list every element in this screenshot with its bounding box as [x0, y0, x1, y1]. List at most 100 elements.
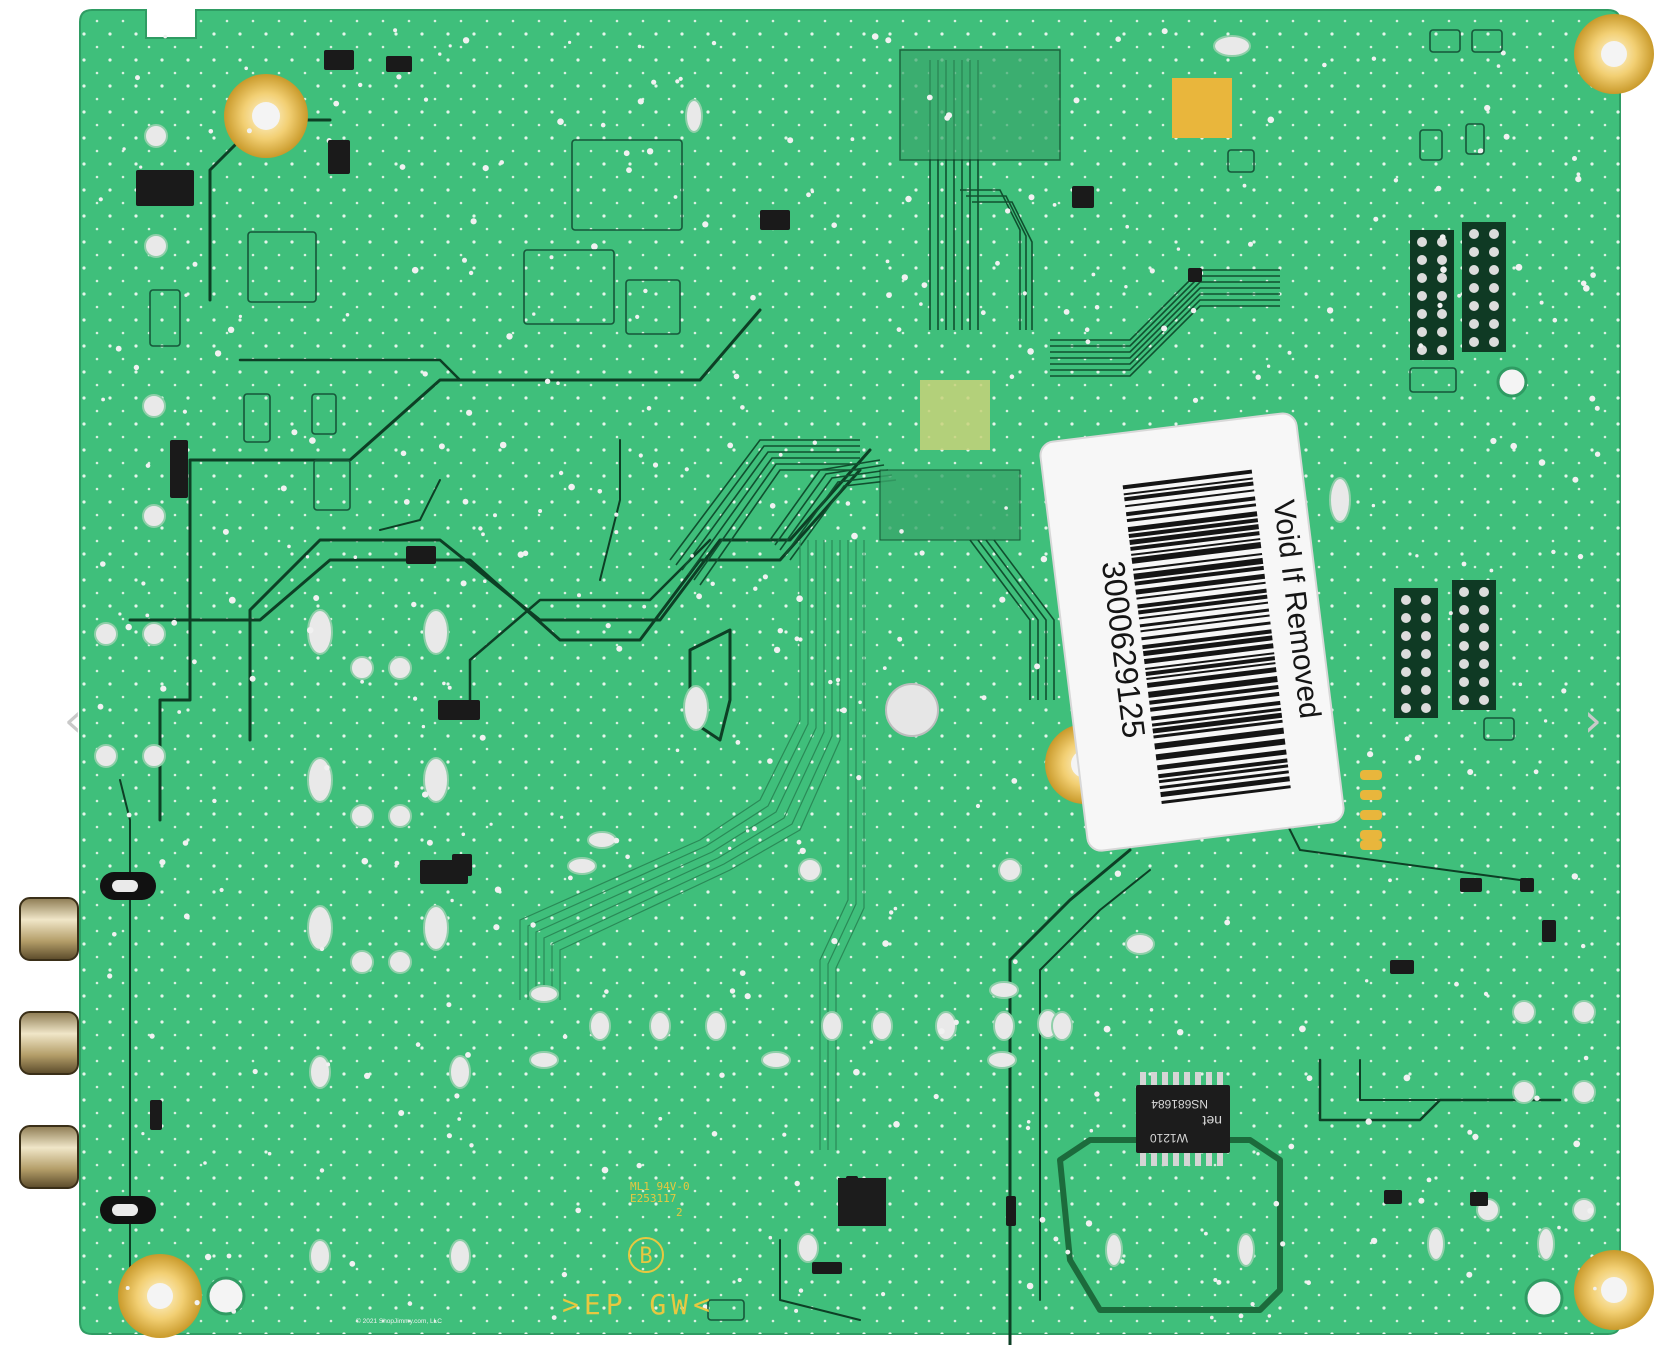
- barcode-bar: [1139, 608, 1270, 628]
- barcode-bar: [1129, 524, 1259, 545]
- chevron-right-icon[interactable]: ›: [1583, 693, 1603, 747]
- via: [658, 1116, 663, 1121]
- ic-pin: [1195, 1152, 1201, 1166]
- trace-bundle-lower: [519, 540, 865, 1150]
- via: [1022, 291, 1027, 296]
- barcode-bar: [1124, 481, 1254, 502]
- smd-chip: [1384, 1190, 1402, 1204]
- chevron-left-icon[interactable]: ‹: [63, 693, 83, 747]
- component-outlines: [149, 29, 1515, 1321]
- side-b-marking: B: [639, 1244, 652, 1269]
- via: [643, 288, 648, 294]
- via: [1561, 688, 1567, 694]
- copyright-text: © 2021 ShopJimmy.com, LLC: [356, 1317, 442, 1325]
- barcode-bar: [1142, 635, 1273, 657]
- via: [1581, 943, 1586, 949]
- via: [450, 898, 454, 903]
- round-pad: [142, 394, 166, 418]
- ic-pin: [1217, 1152, 1223, 1166]
- gold-leads: [1360, 770, 1382, 850]
- via: [227, 326, 235, 333]
- ic-pin: [1206, 1152, 1212, 1166]
- via: [1518, 682, 1523, 687]
- ic-cluster-top: [899, 49, 1061, 161]
- via: [1466, 1271, 1473, 1278]
- via: [1552, 317, 1558, 323]
- ul-marking-line2: E253117: [630, 1192, 676, 1205]
- barcode-bar: [1136, 581, 1266, 600]
- oval-pad: [1329, 477, 1351, 523]
- pin-hole: [1421, 631, 1431, 641]
- ic-marking-line3: W1210: [1150, 1131, 1188, 1145]
- via: [777, 628, 783, 634]
- component-outline: [243, 393, 271, 443]
- round-pad: [1572, 1080, 1596, 1104]
- via: [889, 910, 894, 915]
- via: [1571, 873, 1579, 880]
- via: [1224, 919, 1231, 926]
- via: [141, 581, 146, 586]
- via: [139, 165, 143, 169]
- via: [1457, 293, 1461, 298]
- barcode-bar: [1131, 538, 1261, 556]
- via: [291, 429, 298, 436]
- ic-pin: [1173, 1072, 1179, 1086]
- via: [1103, 1025, 1111, 1033]
- round-pad: [144, 124, 168, 148]
- smd-chip: [406, 546, 436, 564]
- component-outline: [1429, 29, 1461, 53]
- pin-hole: [1489, 265, 1499, 275]
- via: [773, 646, 781, 654]
- via: [107, 973, 113, 979]
- pin-hole: [1479, 605, 1489, 615]
- via: [893, 906, 898, 911]
- via: [252, 1068, 258, 1075]
- via: [1190, 307, 1197, 314]
- via: [280, 485, 287, 492]
- via: [646, 406, 652, 411]
- barcode-bar: [1127, 511, 1258, 533]
- via: [638, 453, 643, 458]
- via: [448, 44, 452, 48]
- component-outline: [311, 393, 337, 435]
- via: [938, 1028, 945, 1035]
- oval-pad: [589, 1011, 611, 1041]
- oval-pad: [423, 757, 449, 803]
- via: [126, 812, 132, 818]
- pin-hole: [1421, 667, 1431, 677]
- via: [506, 333, 513, 340]
- via: [125, 623, 132, 631]
- component-outline: [247, 231, 317, 303]
- via: [1414, 754, 1421, 761]
- ic-pin: [1162, 1152, 1168, 1166]
- via: [1266, 364, 1271, 368]
- via: [135, 75, 140, 81]
- via: [413, 696, 418, 701]
- ic-pin: [1162, 1072, 1168, 1086]
- via: [845, 501, 851, 506]
- warranty-sticker: Void If Removed 3000629125: [1039, 412, 1345, 852]
- via: [856, 775, 862, 781]
- via: [753, 586, 758, 591]
- via: [733, 373, 740, 380]
- round-pad: [1572, 1000, 1596, 1024]
- barcode-bar: [1133, 557, 1264, 580]
- via: [999, 596, 1006, 603]
- via: [1085, 1220, 1093, 1227]
- pin-hole: [1489, 301, 1499, 311]
- via: [675, 79, 680, 84]
- pin-hole: [1417, 237, 1427, 247]
- via: [1149, 268, 1155, 274]
- barcode-bar: [1149, 691, 1280, 712]
- via: [1177, 1029, 1184, 1036]
- via: [696, 593, 702, 600]
- pin-hole: [1417, 345, 1427, 355]
- barcode-bar: [1126, 503, 1257, 523]
- oval-pad: [1237, 1233, 1255, 1267]
- oval-pad: [1427, 1227, 1445, 1261]
- via: [462, 37, 470, 44]
- oval-pad: [587, 831, 617, 849]
- via: [1370, 1237, 1378, 1245]
- via: [1248, 241, 1253, 247]
- via: [812, 440, 817, 445]
